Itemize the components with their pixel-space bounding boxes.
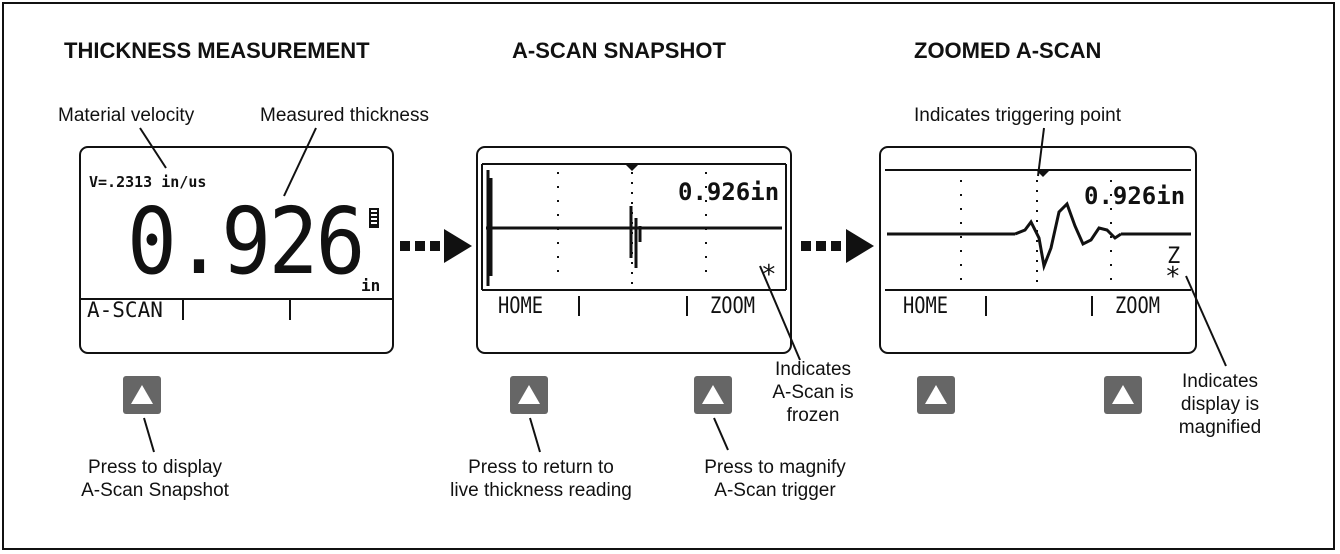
screen-a-scan-snapshot: 0.926in * HOME ZOOM — [476, 146, 792, 354]
a-scan-waveform — [481, 163, 787, 291]
softkey-separator — [686, 296, 688, 316]
softkey-button-zoom[interactable] — [694, 376, 732, 414]
screen-thickness-measurement: V=.2313 in/us 0.926 in A-SCAN — [79, 146, 394, 354]
softkey-button-zoom-zoomed[interactable] — [1104, 376, 1142, 414]
title-thickness-measurement: THICKNESS MEASUREMENT — [64, 38, 370, 63]
zoomed-reading: 0.926in — [1084, 182, 1186, 210]
velocity-readout: V=.2313 in/us — [89, 173, 207, 191]
softkey-home[interactable]: HOME — [903, 294, 949, 319]
softkey-separator — [1091, 296, 1093, 316]
softkey-button-home[interactable] — [510, 376, 548, 414]
softkey-zoom[interactable]: ZOOM — [1115, 294, 1161, 319]
softkey-separator — [578, 296, 580, 316]
softkey-button-home-zoomed[interactable] — [917, 376, 955, 414]
callout-press-display: Press to display A-Scan Snapshot — [81, 457, 229, 501]
softkey-separator — [985, 296, 987, 316]
unit-label: in — [361, 276, 381, 295]
screen-zoomed-a-scan: 0.926in Z * HOME ZOOM — [879, 146, 1197, 354]
callout-magnified: Indicates display is magnified — [1178, 371, 1262, 438]
softkey-bar-divider — [81, 298, 392, 300]
frozen-asterisk-icon: * — [1165, 262, 1181, 292]
callout-measured-thickness: Measured thickness — [260, 105, 429, 126]
softkey-button-a-scan[interactable] — [123, 376, 161, 414]
thickness-reading: 0.926 — [127, 188, 365, 295]
triangle-up-icon — [1112, 385, 1134, 404]
callout-press-magnify: Press to magnify A-Scan trigger — [704, 457, 846, 501]
softkey-a-scan[interactable]: A-SCAN — [87, 298, 163, 322]
zoomed-waveform — [885, 169, 1191, 291]
triangle-up-icon — [925, 385, 947, 404]
triangle-up-icon — [518, 385, 540, 404]
softkey-home[interactable]: HOME — [498, 294, 544, 319]
title-a-scan-snapshot: A-SCAN SNAPSHOT — [512, 38, 726, 63]
callout-frozen: Indicates A-Scan is frozen — [772, 359, 854, 426]
zoom-indicator-icon: Z — [1167, 244, 1181, 269]
callout-press-return: Press to return to live thickness readin… — [450, 457, 632, 501]
battery-icon — [369, 208, 379, 228]
softkey-separator — [182, 300, 184, 320]
title-zoomed-a-scan: ZOOMED A-SCAN — [914, 38, 1102, 63]
softkey-separator — [289, 300, 291, 320]
frozen-asterisk-icon: * — [761, 260, 777, 290]
callout-triggering-point: Indicates triggering point — [914, 105, 1122, 126]
snapshot-reading: 0.926in — [678, 178, 780, 206]
softkey-zoom[interactable]: ZOOM — [710, 294, 756, 319]
triangle-up-icon — [702, 385, 724, 404]
triangle-up-icon — [131, 385, 153, 404]
callout-material-velocity: Material velocity — [58, 105, 195, 126]
